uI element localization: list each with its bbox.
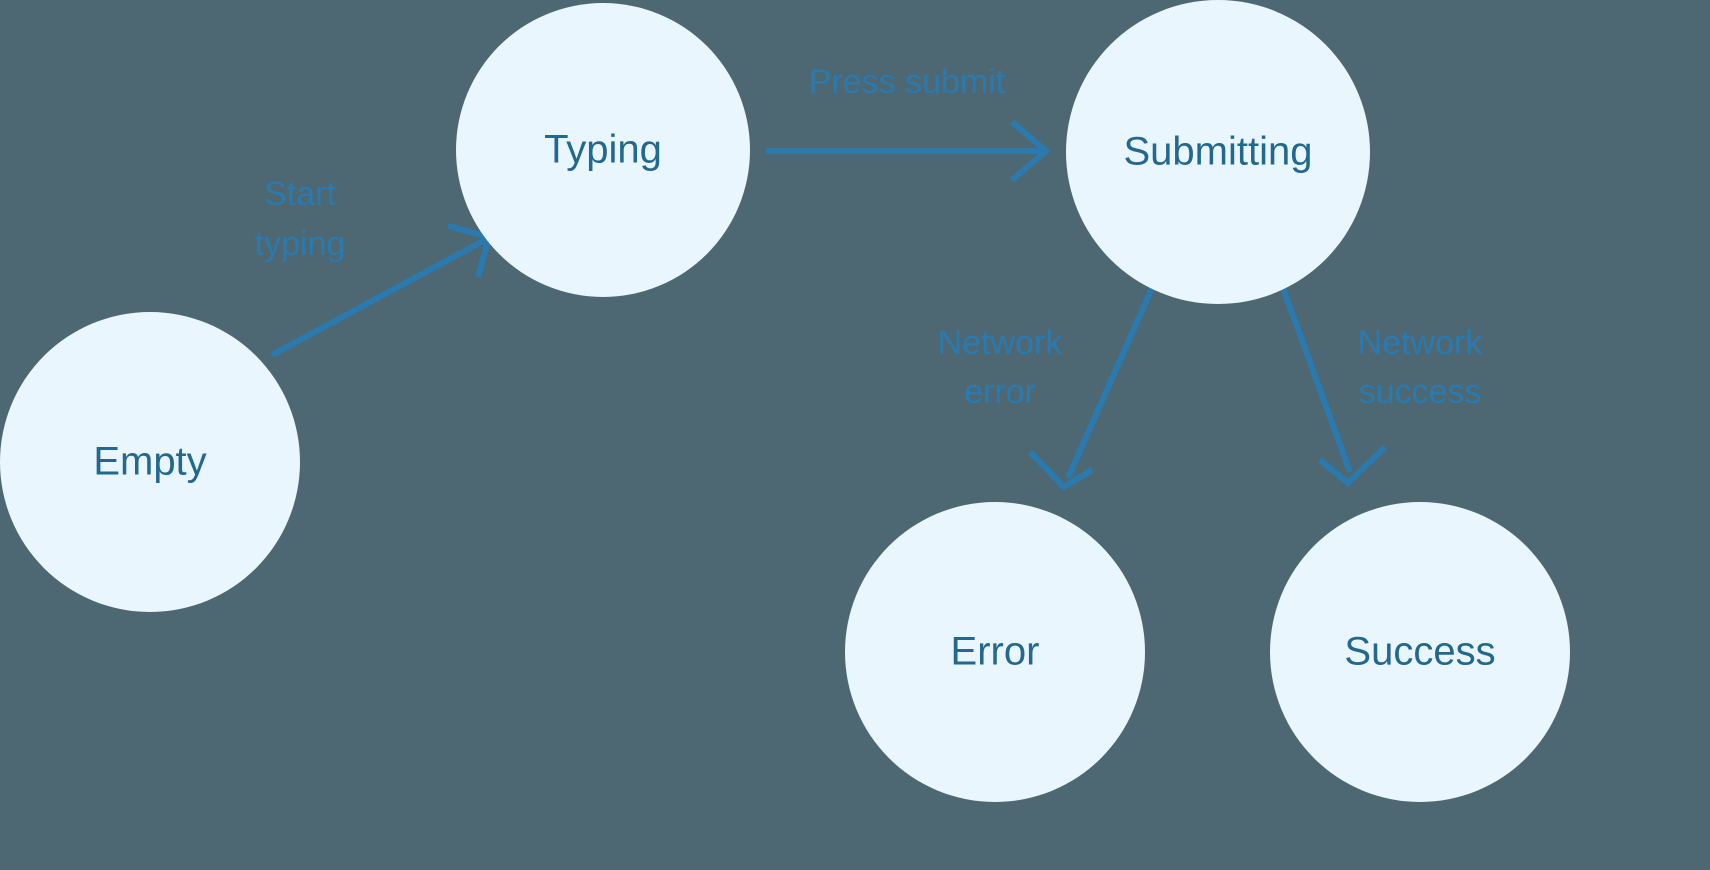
edge-label-network-success: Network success [1358,324,1484,411]
edge-label-network-success-line2: success [1359,373,1482,411]
edge-label-network-success-line1: Network [1358,324,1484,362]
edge-label-network-error-line1: Network [938,324,1064,362]
node-empty-label: Empty [93,440,206,484]
edge-label-start-typing-line1: Start [264,175,336,213]
node-empty-circle [0,312,300,612]
node-error-circle [845,502,1145,802]
edge-submitting-to-success[interactable] [1280,286,1388,488]
node-typing[interactable]: Typing [456,3,750,297]
edge-label-press-submit: Press submit [809,63,1006,101]
node-typing-label: Typing [544,128,662,172]
node-success-label: Success [1344,630,1495,674]
node-success-circle [1270,502,1570,802]
edge-label-network-error: Network error [938,324,1064,411]
edge-submitting-to-error-line [1065,286,1155,480]
edge-typing-to-submitting[interactable] [766,119,1051,183]
edge-submitting-to-success-arrowhead [1318,444,1388,488]
edge-label-start-typing-line2: typing [255,225,346,263]
node-error-label: Error [951,630,1040,674]
edge-label-press-submit-line1: Press submit [809,63,1006,101]
node-submitting[interactable]: Submitting [1066,0,1370,304]
node-success[interactable]: Success [1270,502,1570,802]
node-error[interactable]: Error [845,502,1145,802]
node-empty[interactable]: Empty [0,312,300,612]
edge-submitting-to-error-arrowhead [1027,449,1094,491]
edge-label-network-error-line2: error [964,373,1036,411]
edge-typing-to-submitting-arrowhead [1010,119,1051,183]
node-submitting-label: Submitting [1124,130,1313,174]
edge-submitting-to-error[interactable] [1027,286,1155,491]
edge-label-start-typing: Start typing [255,175,346,263]
node-typing-circle [456,3,750,297]
edge-submitting-to-success-line [1280,286,1353,474]
node-submitting-circle [1066,0,1370,304]
edge-empty-to-typing-line [270,237,487,358]
